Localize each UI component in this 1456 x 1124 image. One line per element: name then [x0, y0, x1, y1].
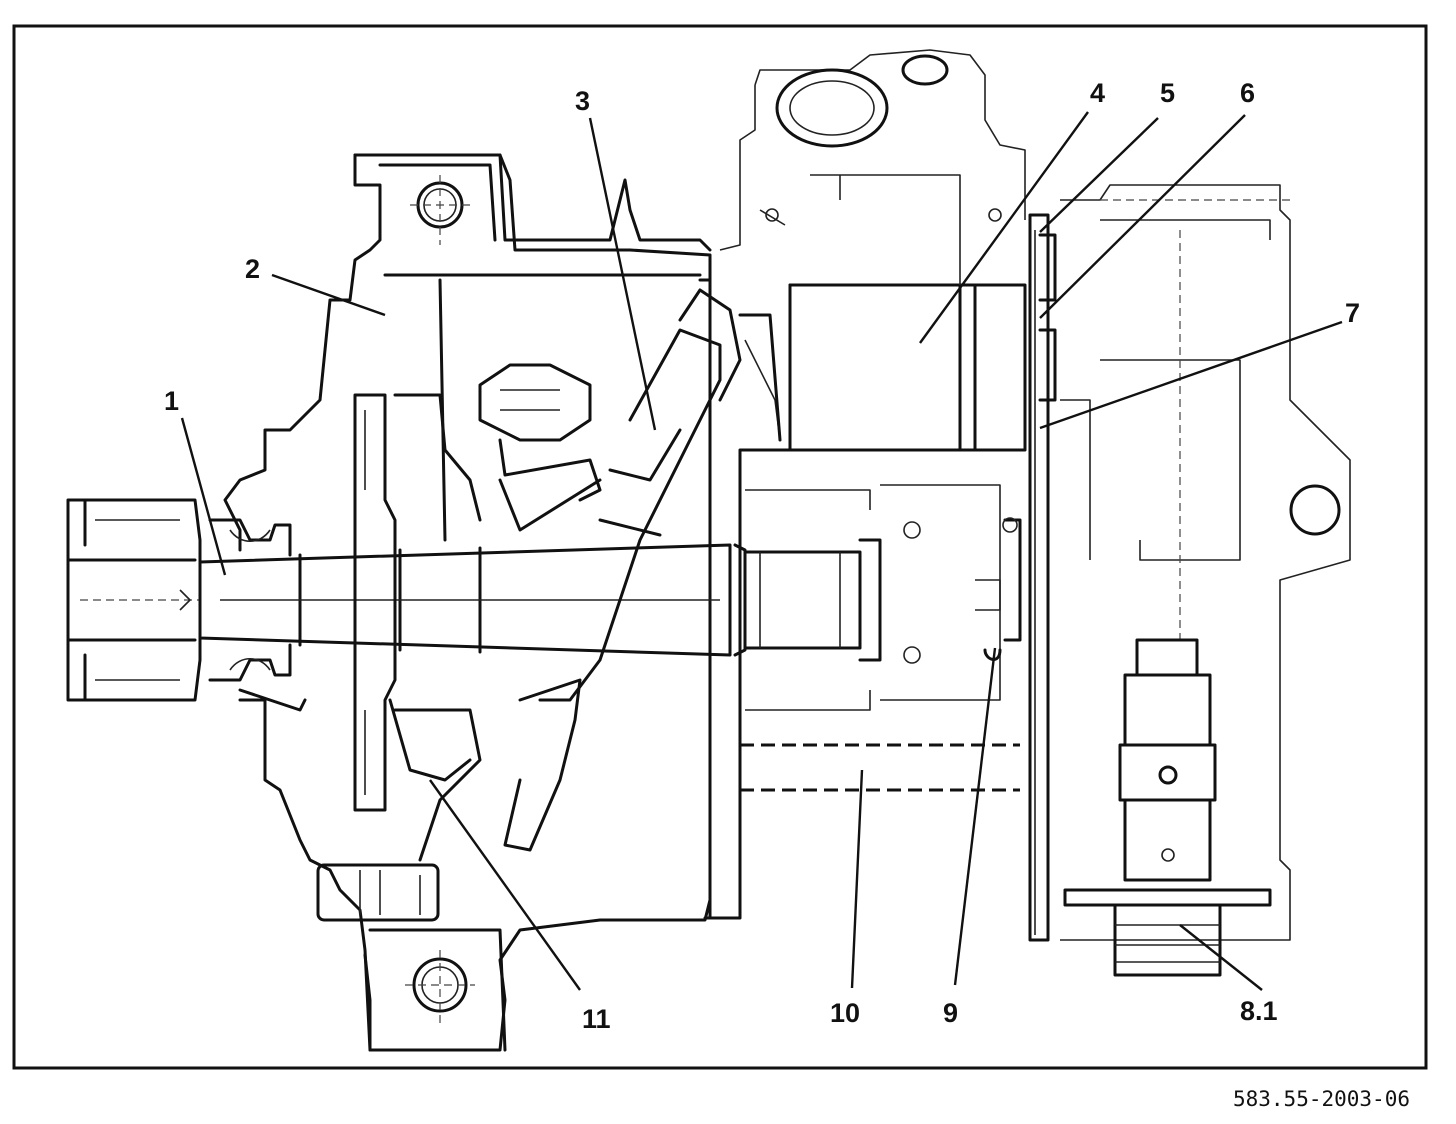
callout-3: 3 [575, 86, 590, 116]
callout-11: 11 [582, 1004, 611, 1034]
drive-coupling [66, 498, 202, 702]
upper-mounting-lug [378, 163, 497, 245]
callout-1: 1 [164, 386, 179, 416]
flange-disc [353, 393, 482, 862]
upper-housing-ghost [719, 49, 1026, 285]
leader-9 [953, 647, 997, 986]
drive-shaft [198, 538, 882, 662]
callout-10: 10 [830, 998, 860, 1028]
leader-8-1 [1179, 924, 1263, 991]
leader-3 [588, 117, 657, 431]
leader-6 [1039, 114, 1246, 319]
governor-housing-ghost [1060, 184, 1351, 941]
callout-8-1: 8.1 [1240, 996, 1278, 1026]
shaft-seal [208, 518, 307, 712]
callout-6: 6 [1240, 78, 1255, 108]
figure-frame [12, 24, 1428, 1070]
leader-5 [1039, 117, 1159, 233]
leader-11 [429, 779, 581, 991]
callout-2: 2 [245, 254, 260, 284]
leader-1 [180, 417, 227, 576]
solenoid-valve [1063, 638, 1272, 977]
leader-lines [180, 111, 1343, 991]
callout-labels: 1 2 3 4 5 6 7 8.1 9 10 11 [164, 78, 1360, 1034]
lower-mounting-lug [316, 863, 507, 1052]
callout-5: 5 [1160, 78, 1175, 108]
adjusting-lever [903, 517, 1022, 664]
right-cover-plate [1028, 213, 1057, 942]
drive-gear-assembly [478, 288, 782, 852]
pump-body [703, 283, 1027, 920]
leader-2 [271, 273, 386, 317]
callout-9: 9 [943, 998, 958, 1028]
housing-outline [223, 153, 712, 1052]
figure-id: 583.55-2003-06 [1233, 1087, 1410, 1111]
callout-7: 7 [1345, 298, 1360, 328]
callout-4: 4 [1090, 78, 1105, 108]
leader-7 [1039, 320, 1343, 430]
leader-4 [919, 111, 1089, 344]
leader-10 [850, 769, 864, 989]
